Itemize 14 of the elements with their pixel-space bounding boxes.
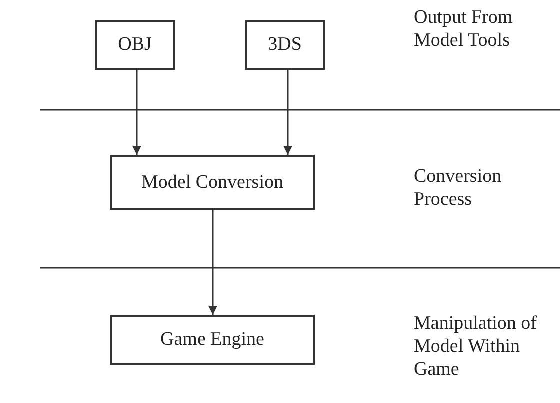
- arrow: [132, 70, 142, 155]
- stage-label: Manipulation of Model Within Game: [414, 312, 538, 381]
- stage-label: Conversion Process: [414, 165, 503, 211]
- process-box: [110, 315, 315, 365]
- stage-label: Output From Model Tools: [414, 6, 514, 52]
- process-box: [95, 20, 175, 70]
- box-label: Game Engine: [160, 329, 264, 351]
- arrow: [284, 70, 292, 155]
- process-box: [245, 20, 325, 70]
- box-label: 3DS: [268, 34, 302, 56]
- box-label: Model Conversion: [142, 172, 284, 194]
- arrow: [208, 210, 218, 315]
- process-box: [110, 155, 315, 210]
- box-label: OBJ: [118, 34, 152, 56]
